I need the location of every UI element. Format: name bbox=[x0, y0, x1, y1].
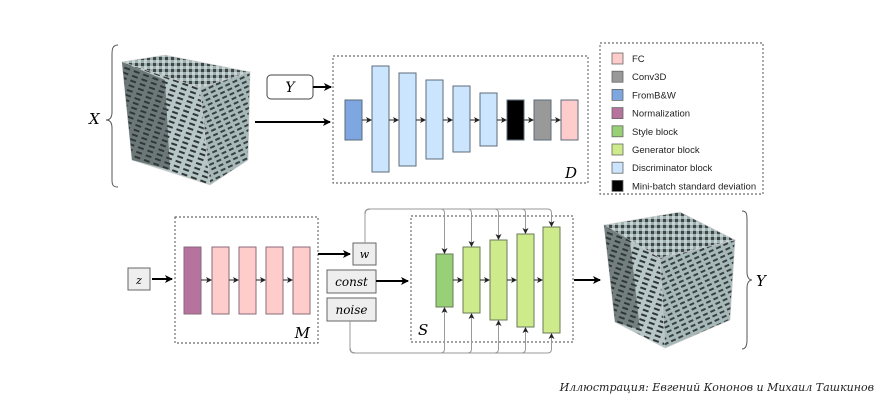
label-z: z bbox=[135, 274, 142, 287]
legend-label: FC bbox=[632, 54, 645, 65]
brace-y bbox=[741, 210, 753, 350]
legend-swatch bbox=[611, 161, 624, 174]
mapping-block-fc bbox=[211, 246, 230, 315]
const-input: const bbox=[326, 269, 377, 294]
illustration-credit: Иллюстрация: Евгений Кононов и Михаил Та… bbox=[559, 381, 874, 394]
z-input: z bbox=[127, 267, 151, 291]
legend-swatch bbox=[611, 179, 624, 192]
discriminator-block-discriminator_block bbox=[425, 79, 444, 160]
synthesis-network-s: S bbox=[349, 208, 574, 354]
discriminator-block-discriminator_block bbox=[479, 92, 498, 147]
mapping-block-fc bbox=[238, 246, 257, 315]
mapping-block-normalization bbox=[183, 246, 202, 315]
discriminator-d: D bbox=[332, 55, 589, 184]
label-s: S bbox=[418, 321, 428, 339]
style-wire bbox=[364, 208, 555, 243]
output-volume-y: Y bbox=[603, 210, 768, 350]
discriminator-frame bbox=[332, 55, 589, 184]
noise-input: noise bbox=[326, 297, 377, 322]
legend-swatch bbox=[611, 143, 624, 156]
w-latent: w bbox=[352, 242, 377, 266]
synthesis-block-generator_block bbox=[489, 239, 508, 321]
synthesis-block-generator_block bbox=[542, 226, 561, 334]
legend-label: Style block bbox=[632, 127, 678, 138]
label-y-input: Y bbox=[285, 80, 296, 96]
noise-wire bbox=[349, 321, 555, 354]
style-noise-wires bbox=[349, 208, 555, 354]
voxel-cube-y bbox=[603, 211, 736, 349]
discriminator-block-discriminator_block bbox=[452, 85, 471, 153]
style-wire bbox=[364, 208, 475, 247]
label-m: M bbox=[294, 324, 311, 342]
label-x: X bbox=[88, 110, 101, 128]
discriminator-block-conv3d bbox=[533, 99, 552, 141]
label-const: const bbox=[335, 275, 368, 289]
brace-x bbox=[105, 44, 119, 188]
synthesis-block-style_block bbox=[435, 253, 454, 308]
discriminator-block-discriminator_block bbox=[398, 72, 417, 167]
legend-item: Normalization bbox=[611, 107, 690, 120]
legend-item: Conv3D bbox=[611, 70, 666, 83]
y-condition-input: Y bbox=[266, 74, 314, 100]
legend-frame bbox=[599, 42, 764, 195]
legend-swatch bbox=[611, 70, 624, 83]
legend-item: FC bbox=[611, 52, 645, 65]
legend-label: Mini-batch standard deviation bbox=[632, 181, 756, 192]
synthesis-block-generator_block bbox=[516, 233, 535, 328]
legend-swatch bbox=[611, 125, 624, 138]
input-volume-x: X bbox=[88, 44, 252, 188]
legend-swatch bbox=[611, 89, 624, 101]
legend-label: Generator block bbox=[632, 145, 700, 156]
style-wire bbox=[364, 208, 502, 243]
discriminator-blocks bbox=[344, 65, 579, 173]
style-wire bbox=[364, 208, 529, 243]
discriminator-block-discriminator_block bbox=[371, 65, 390, 173]
synthesis-blocks bbox=[435, 226, 561, 334]
noise-wire bbox=[349, 321, 529, 354]
voxel-cube-x bbox=[121, 54, 252, 186]
discriminator-block-fc bbox=[560, 99, 579, 141]
synthesis-block-generator_block bbox=[462, 246, 481, 314]
legend-item: Style block bbox=[611, 125, 678, 138]
legend-label: Conv3D bbox=[632, 72, 666, 83]
mapping-blocks bbox=[183, 246, 311, 315]
legend-item: Generator block bbox=[611, 143, 700, 156]
legend-item: Mini-batch standard deviation bbox=[611, 179, 756, 192]
label-d: D bbox=[564, 164, 577, 182]
legend-label: FromB&W bbox=[632, 90, 676, 101]
label-y-output: Y bbox=[756, 272, 768, 290]
mapping-block-fc bbox=[292, 246, 311, 315]
mapping-network-m: M bbox=[174, 216, 319, 344]
mapping-frame bbox=[174, 216, 319, 344]
discriminator-block-frombw bbox=[344, 99, 363, 141]
legend-item: FromB&W bbox=[611, 89, 676, 101]
label-w: w bbox=[360, 248, 370, 261]
mapping-block-fc bbox=[265, 246, 284, 315]
legend-swatch bbox=[611, 52, 624, 65]
synthesis-frame bbox=[410, 215, 574, 343]
legend-label: Normalization bbox=[632, 109, 690, 120]
legend-label: Discriminator block bbox=[632, 163, 712, 174]
label-noise: noise bbox=[335, 303, 367, 317]
discriminator-block-minibatch bbox=[506, 99, 525, 141]
legend-swatch bbox=[611, 107, 624, 119]
legend-item: Discriminator block bbox=[611, 161, 712, 174]
